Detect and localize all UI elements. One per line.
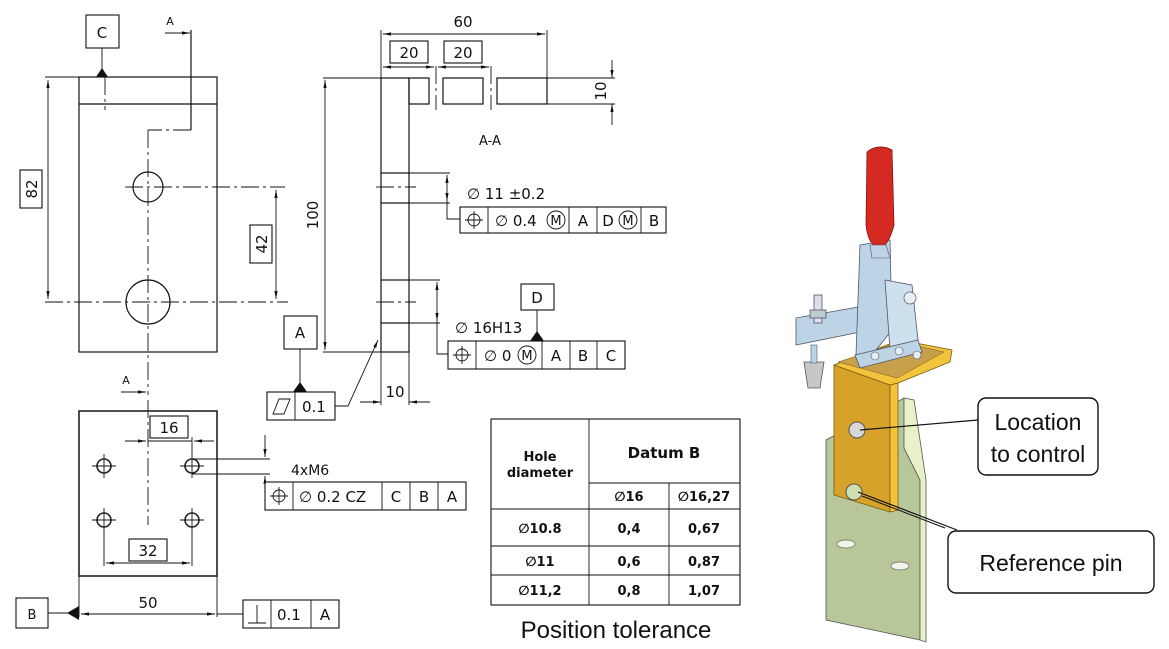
svg-text:0,8: 0,8 [617,584,640,599]
svg-text:0,87: 0,87 [688,555,720,570]
thread-datum-1: C [391,488,401,506]
datum-d-box [520,283,555,311]
svg-text:0,4: 0,4 [617,522,640,537]
front-view-outline [78,76,218,353]
dim-10-bottom: 10 [385,383,404,401]
position-icon [453,346,471,364]
position-icon [465,211,483,229]
datum-c-label: C [97,24,107,42]
thread-feature-control-frame: ∅ 0.2 CZ C B A [264,481,467,511]
hole2-tolerance: ∅ 0 [484,347,511,365]
svg-text:M: M [521,349,532,364]
datum-a-box [283,315,318,350]
front-view: C A 82 42 [19,14,288,395]
datum-b-box [15,597,49,629]
header-datum-b: Datum B [628,444,701,462]
dim-60: 60 [453,13,472,31]
perpendicularity-feature-control-frame: 0.1 A [242,599,340,629]
mmc-modifier-icon [517,345,537,365]
column-header: ∅16 [614,490,643,505]
svg-text:M: M [550,214,561,229]
section-arrow-bottom-label: A [122,374,130,387]
hole2-datum-2: B [578,347,588,365]
datum-b-label: B [28,608,37,623]
toggle-clamp [795,239,923,389]
callout-reference-box [947,530,1155,594]
svg-text:∅11,2: ∅11,2 [518,584,561,599]
perpendicularity-tolerance: 0.1 [277,606,301,624]
hole1-datum-2: D [602,212,614,230]
dim-32: 32 [138,542,157,560]
svg-text:M: M [622,214,633,229]
callout-reference-label: Reference pin [979,550,1122,576]
column-header: ∅16,27 [678,490,730,505]
dim-16: 16 [159,419,178,437]
dim-10-top: 10 [592,81,610,100]
hole2-feature-control-frame: ∅ 0 M A B C [447,340,626,370]
dim-20-first: 20 [399,44,418,62]
reference-pin [845,483,863,501]
dim-20-second: 20 [453,44,472,62]
dim-100: 100 [304,201,322,230]
table-caption: Position tolerance [521,617,712,644]
svg-text:∅10.8: ∅10.8 [518,522,561,537]
hole2-datum-1: A [551,347,562,365]
svg-text:1,07: 1,07 [688,584,720,599]
table-row: ∅11 0,6 0,87 [525,555,720,570]
handle-grip [865,146,895,249]
perpendicularity-icon [248,605,266,624]
perpendicularity-datum: A [320,606,331,624]
clamp-illustration: Location to control Reference pin [795,146,1155,643]
flatness-tolerance: 0.1 [302,398,326,416]
section-view: 60 20 20 10 A-A 100 ∅ 11 ±0.2 [266,13,667,421]
table-row: ∅11,2 0,8 1,07 [518,584,720,599]
thread-datum-3: A [447,488,458,506]
header-hole-diameter-line1: Hole [523,450,556,465]
flatness-feature-control-frame: 0.1 [266,391,336,421]
table-row: ∅10.8 0,4 0,67 [518,522,720,537]
dim-82: 82 [23,179,41,198]
svg-text:0,6: 0,6 [617,555,640,570]
hole1-tolerance: ∅ 0.4 [495,212,537,230]
hole1-feature-control-frame: ∅ 0.4 M A D M B [459,206,667,234]
hole1-datum-3: B [649,212,659,230]
mmc-modifier-icon [546,210,566,230]
section-title: A-A [479,134,501,149]
hole1-label: ∅ 11 ±0.2 [467,185,545,203]
dim-50: 50 [138,594,157,612]
datum-c-box [85,14,120,49]
dim-42: 42 [253,234,271,253]
hole1-datum-1: A [578,212,589,230]
hole2-label: ∅ 16H13 [455,319,522,337]
top-view: A 16 32 4xM6 [15,374,467,629]
header-hole-diameter-line2: diameter [507,466,574,481]
callout-location-box [977,397,1099,476]
section-arrow-top-label: A [166,15,174,28]
callout-location-line2: to control [991,441,1086,467]
callout-location-line1: Location [995,409,1082,435]
position-icon [270,487,288,505]
mmc-modifier-icon [618,210,638,230]
hole2-datum-3: C [606,347,616,365]
datum-d-label: D [531,289,543,307]
datum-a-label: A [295,324,306,342]
thread-label: 4xM6 [291,463,329,479]
svg-text:0,67: 0,67 [688,522,720,537]
thread-tolerance: ∅ 0.2 CZ [299,488,366,506]
flatness-icon [272,398,291,415]
svg-text:∅11: ∅11 [525,555,554,570]
thread-datum-2: B [419,488,429,506]
datum-c-triangle [96,68,108,77]
position-tolerance-table: Hole diameter Datum B ∅16 ∅16,27 ∅10.8 0… [490,418,741,644]
